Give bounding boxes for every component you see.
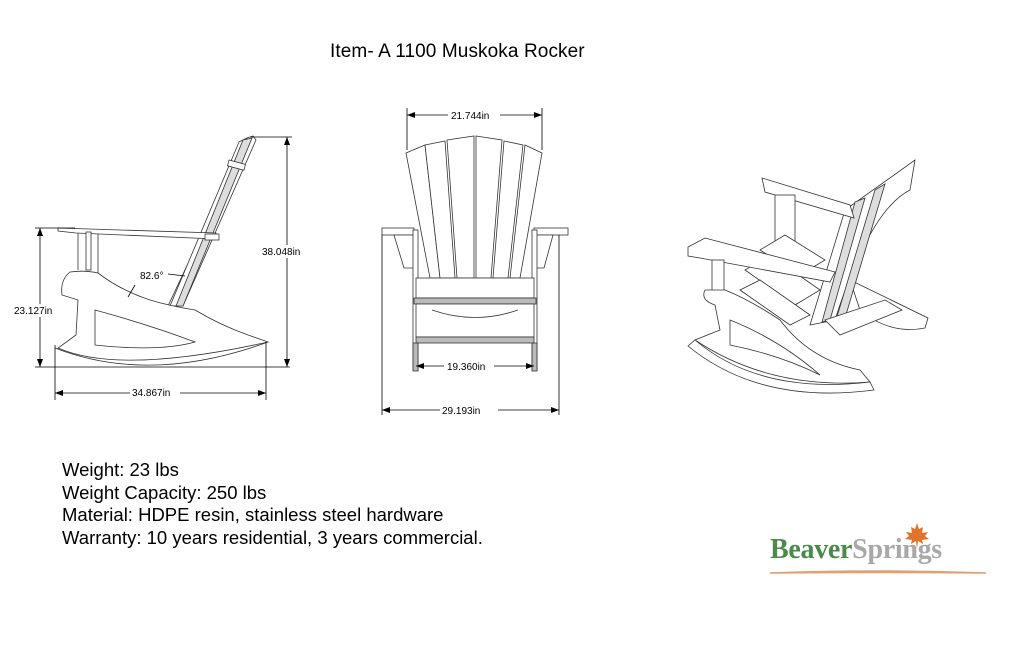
side-view-drawing: 23.127in 38.048in 34.867in 82.6° bbox=[10, 135, 312, 400]
side-overall-depth-label: 34.867in bbox=[132, 388, 170, 399]
side-overall-height-label: 38.048in bbox=[262, 247, 300, 258]
isometric-view-drawing bbox=[687, 159, 929, 394]
page-title: Item- A 1100 Muskoka Rocker bbox=[330, 41, 585, 62]
front-view-drawing: 21.744in 19.360in 29.193in bbox=[381, 108, 569, 417]
logo-part-springs: Springs bbox=[852, 534, 942, 565]
side-back-angle-label: 82.6° bbox=[140, 271, 163, 282]
spec-weight-capacity: Weight Capacity: 250 lbs bbox=[62, 481, 267, 503]
specifications-list: Weight: 23 lbs Weight Capacity: 250 lbs … bbox=[62, 459, 483, 549]
logo-swoosh bbox=[769, 570, 987, 574]
maple-leaf-icon bbox=[905, 523, 929, 549]
logo-wordmark: BeaverSprings bbox=[770, 534, 942, 566]
logo-part-beaver: Beaver bbox=[770, 534, 853, 565]
front-overall-width-label: 29.193in bbox=[442, 406, 480, 417]
spec-material: Material: HDPE resin, stainless steel ha… bbox=[62, 504, 444, 525]
spec-weight: Weight: 23 lbs bbox=[62, 459, 179, 480]
brand-logo: BeaverSprings bbox=[768, 522, 988, 582]
front-seat-width-label: 19.360in bbox=[447, 362, 485, 373]
side-arm-height-label: 23.127in bbox=[14, 306, 52, 317]
front-back-width-label: 21.744in bbox=[451, 111, 489, 122]
spec-warranty: Warranty: 10 years residential, 3 years … bbox=[62, 526, 483, 548]
